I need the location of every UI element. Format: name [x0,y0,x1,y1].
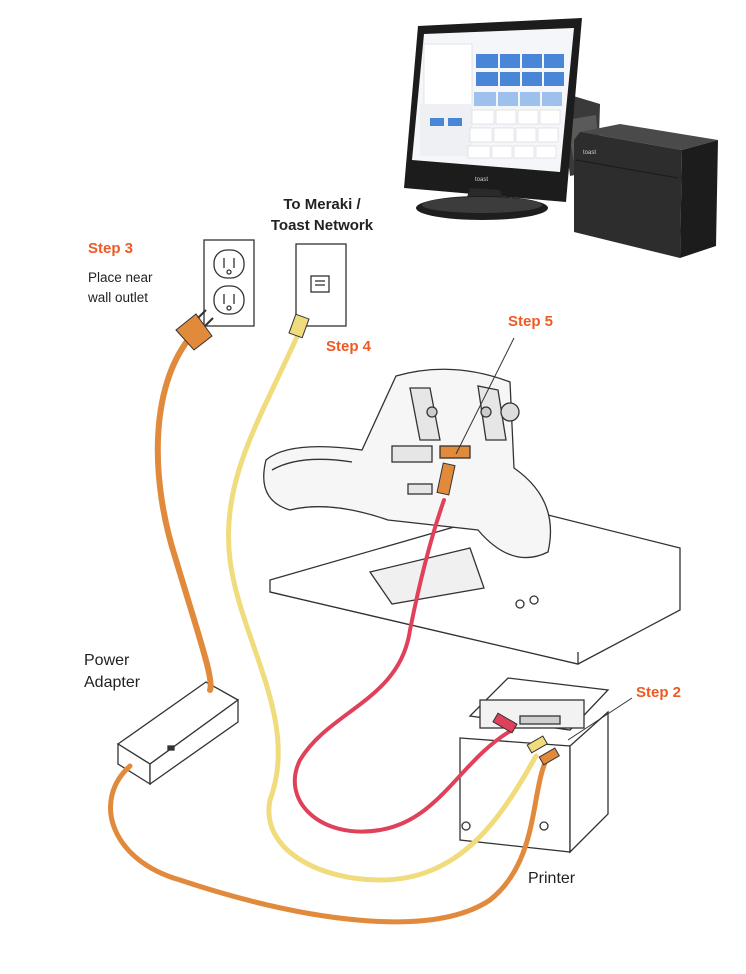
step5-leader [455,337,515,455]
step2-label: Step 2 [636,684,682,701]
stand-mount [263,368,552,559]
network-label-line1: To Meraki / [283,196,361,213]
power-plug [175,309,214,351]
step3-note-line1: Place near [88,270,153,285]
network-jack [295,243,347,327]
step3-note-line2: wall outlet [88,290,149,305]
wall-outlet [203,239,255,327]
stand-base [269,507,681,665]
power-cable-printer [108,753,551,925]
step5-label: Step 5 [508,313,554,330]
power-adapter-brick [116,681,240,786]
ethernet-cable [225,327,539,883]
power-adapter-label-line1: Power [84,652,130,669]
power-cable-wall [154,337,214,693]
printer-label: Printer [528,870,576,887]
pos-terminal [404,18,600,220]
printer-logo: toast [583,150,596,156]
step4-label: Step 4 [326,338,372,355]
step3-label: Step 3 [88,240,134,257]
printer-device [459,677,610,854]
step2-leader [567,697,633,741]
usb-plug-stand [436,462,456,496]
network-label-line2: Toast Network [270,217,374,234]
usb-cable [292,498,514,834]
power-adapter-label-line2: Adapter [84,674,141,691]
terminal-logo: toast [475,177,488,183]
receipt-printer-device [574,124,718,258]
printer-plugs [492,712,560,766]
ethernet-plug [288,313,310,339]
